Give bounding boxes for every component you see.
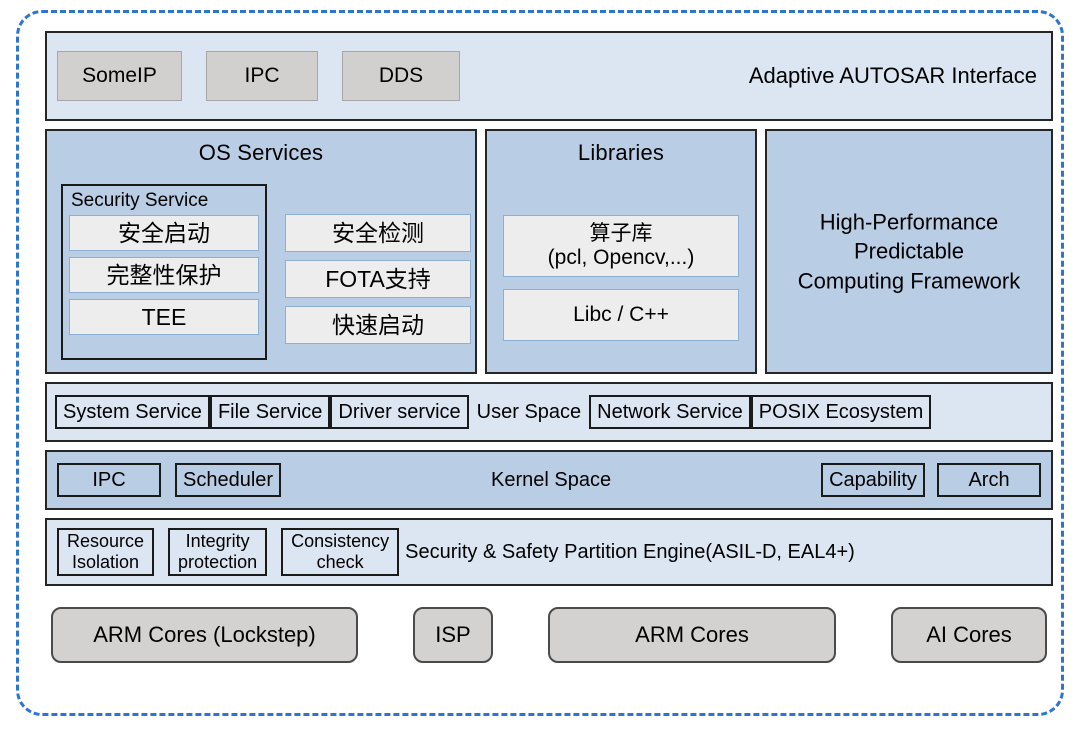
hardware-core-label: ISP xyxy=(435,622,471,647)
security-service-label: Security Service xyxy=(71,190,209,211)
user-space-label: User Space xyxy=(476,400,582,423)
computing-framework-panel: High-Performance Predictable Computing F… xyxy=(765,129,1053,374)
framework-line2: Predictable xyxy=(853,238,965,264)
user-space-box-network-service[interactable]: Network Service xyxy=(589,395,751,429)
library-item-line1: 算子库 xyxy=(589,221,653,245)
security-safety-tagline: Security & Safety Partition Engine(ASIL-… xyxy=(405,540,855,563)
user-space-box-driver-service[interactable]: Driver service xyxy=(330,395,469,429)
safety-box-line1: Integrity xyxy=(185,531,250,552)
kernel-box-capability[interactable]: Capability xyxy=(821,463,925,497)
hardware-core-arm-lockstep[interactable]: ARM Cores (Lockstep) xyxy=(51,607,358,663)
adaptive-autosar-interface-title: Adaptive AUTOSAR Interface xyxy=(748,63,1037,88)
layer-stack: SomeIP IPC DDS Adaptive AUTOSAR Interfac… xyxy=(45,31,1053,668)
security-safety-layer: Resource Isolation Integrity protection … xyxy=(45,518,1053,586)
security-item-label: 完整性保护 xyxy=(106,261,222,288)
framework-line1: High-Performance xyxy=(819,208,999,234)
os-service-fast-boot[interactable]: 快速启动 xyxy=(285,306,471,344)
safety-box-integrity-protection[interactable]: Integrity protection xyxy=(168,528,268,576)
adaptive-autosar-interface-layer: SomeIP IPC DDS Adaptive AUTOSAR Interfac… xyxy=(45,31,1053,121)
library-item-operator-library[interactable]: 算子库 (pcl, Opencv,...) xyxy=(503,215,739,277)
os-services-heading: OS Services xyxy=(198,140,324,165)
security-item-secure-boot[interactable]: 安全启动 xyxy=(69,215,259,251)
os-service-label: FOTA支持 xyxy=(325,265,431,292)
user-space-box-label: Network Service xyxy=(597,400,743,423)
protocol-chip-label: SomeIP xyxy=(82,64,157,87)
hardware-core-label: ARM Cores xyxy=(635,622,749,647)
security-item-integrity-protection[interactable]: 完整性保护 xyxy=(69,257,259,293)
user-space-box-label: POSIX Ecosystem xyxy=(758,400,924,423)
kernel-box-arch[interactable]: Arch xyxy=(937,463,1041,497)
os-service-label: 安全检测 xyxy=(332,219,424,246)
protocol-chip-dds[interactable]: DDS xyxy=(342,51,460,101)
os-service-label: 快速启动 xyxy=(332,311,424,338)
libraries-panel: Libraries 算子库 (pcl, Opencv,...) Libc / C… xyxy=(485,129,757,374)
hardware-core-label: ARM Cores (Lockstep) xyxy=(93,622,316,647)
security-item-label: 安全启动 xyxy=(118,219,210,246)
os-service-security-detection[interactable]: 安全检测 xyxy=(285,214,471,252)
safety-box-line2: protection xyxy=(178,552,258,572)
libraries-items: 算子库 (pcl, Opencv,...) Libc / C++ xyxy=(503,215,739,353)
library-item-libc-cpp[interactable]: Libc / C++ xyxy=(503,289,739,341)
kernel-space-layer: IPC Scheduler Kernel Space Capability Ar… xyxy=(45,450,1053,510)
safety-box-line2: check xyxy=(316,552,364,572)
libraries-heading: Libraries xyxy=(577,140,665,165)
os-service-fota-support[interactable]: FOTA支持 xyxy=(285,260,471,298)
security-item-label: TEE xyxy=(141,303,187,330)
user-space-box-posix-ecosystem[interactable]: POSIX Ecosystem xyxy=(750,395,932,429)
security-item-tee[interactable]: TEE xyxy=(69,299,259,335)
kernel-box-scheduler[interactable]: Scheduler xyxy=(175,463,282,497)
security-service-group: Security Service 安全启动 完整性保护 TEE xyxy=(61,184,267,360)
kernel-box-ipc[interactable]: IPC xyxy=(57,463,161,497)
kernel-box-label: Capability xyxy=(829,468,917,491)
protocol-chip-label: IPC xyxy=(244,64,280,87)
library-item-line1: Libc / C++ xyxy=(573,302,669,326)
user-space-box-system-service[interactable]: System Service xyxy=(55,395,210,429)
user-space-box-label: System Service xyxy=(63,400,202,423)
user-space-box-label: Driver service xyxy=(338,400,461,423)
safety-box-line1: Consistency xyxy=(291,531,390,552)
hardware-core-ai[interactable]: AI Cores xyxy=(891,607,1047,663)
user-space-box-file-service[interactable]: File Service xyxy=(209,395,331,429)
safety-box-resource-isolation[interactable]: Resource Isolation xyxy=(57,528,155,576)
framework-line3: Computing Framework xyxy=(797,268,1021,294)
software-stack-diagram: SomeIP IPC DDS Adaptive AUTOSAR Interfac… xyxy=(16,10,1064,716)
computing-framework-text: High-Performance Predictable Computing F… xyxy=(767,207,1051,296)
hardware-core-label: AI Cores xyxy=(926,622,1012,647)
kernel-right-group: Capability Arch xyxy=(821,463,1041,497)
services-layer: OS Services Security Service 安全启动 完整性保护 … xyxy=(45,129,1053,374)
safety-box-line1: Resource xyxy=(67,531,145,552)
kernel-box-label: IPC xyxy=(92,468,126,491)
safety-box-line2: Isolation xyxy=(72,552,140,572)
library-item-line2: (pcl, Opencv,...) xyxy=(547,246,695,269)
protocol-chip-label: DDS xyxy=(378,64,424,87)
kernel-space-label: Kernel Space xyxy=(490,468,612,491)
protocol-chip-someip[interactable]: SomeIP xyxy=(57,51,182,101)
user-space-layer: System Service File Service Driver servi… xyxy=(45,382,1053,442)
os-services-panel: OS Services Security Service 安全启动 完整性保护 … xyxy=(45,129,477,374)
os-services-right-column: 安全检测 FOTA支持 快速启动 xyxy=(285,214,471,352)
hardware-core-isp[interactable]: ISP xyxy=(413,607,493,663)
hardware-layer: ARM Cores (Lockstep) ISP ARM Cores AI Co… xyxy=(45,602,1053,668)
safety-box-consistency-check[interactable]: Consistency check xyxy=(281,528,400,576)
kernel-box-label: Scheduler xyxy=(183,468,274,491)
protocol-chip-ipc[interactable]: IPC xyxy=(206,51,318,101)
hardware-core-arm[interactable]: ARM Cores xyxy=(548,607,836,663)
user-space-box-label: File Service xyxy=(217,400,323,423)
kernel-box-label: Arch xyxy=(968,468,1010,491)
